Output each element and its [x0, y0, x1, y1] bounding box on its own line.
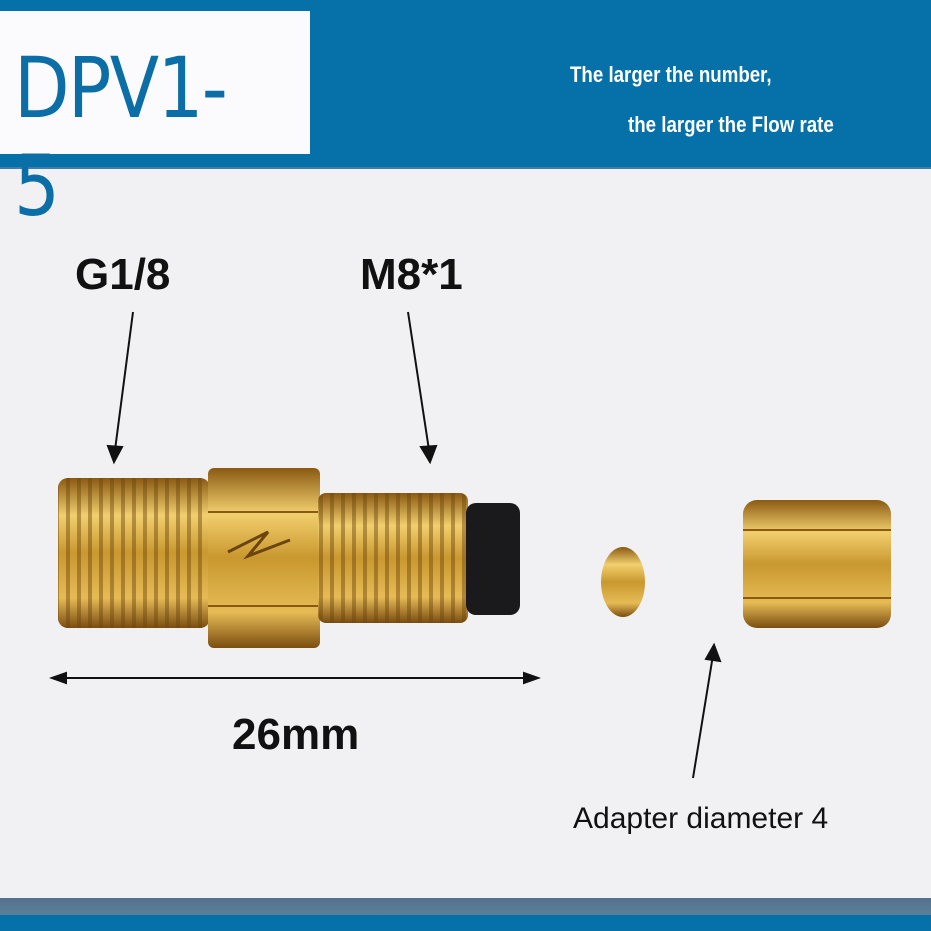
valve-body [58, 468, 520, 648]
subtitle-line-1: The larger the number, [570, 62, 772, 87]
product-title: DPV1-5 [14, 39, 228, 235]
ferrule [601, 547, 645, 617]
footer-band-blue [0, 915, 931, 931]
header-banner: DPV1-5 The larger the number, the larger… [0, 0, 931, 235]
label-m8x1: M8*1 [360, 250, 463, 299]
footer-band-gray [0, 898, 931, 915]
label-g1-8: G1/8 [75, 250, 171, 299]
title-box: DPV1-5 [0, 11, 310, 235]
label-length: 26mm [232, 710, 360, 759]
label-adapter-diameter: Adapter diameter 4 [573, 802, 829, 835]
arrows [49, 311, 722, 779]
nut [743, 500, 891, 628]
subtitle-line-2: the larger the Flow rate [628, 112, 834, 137]
